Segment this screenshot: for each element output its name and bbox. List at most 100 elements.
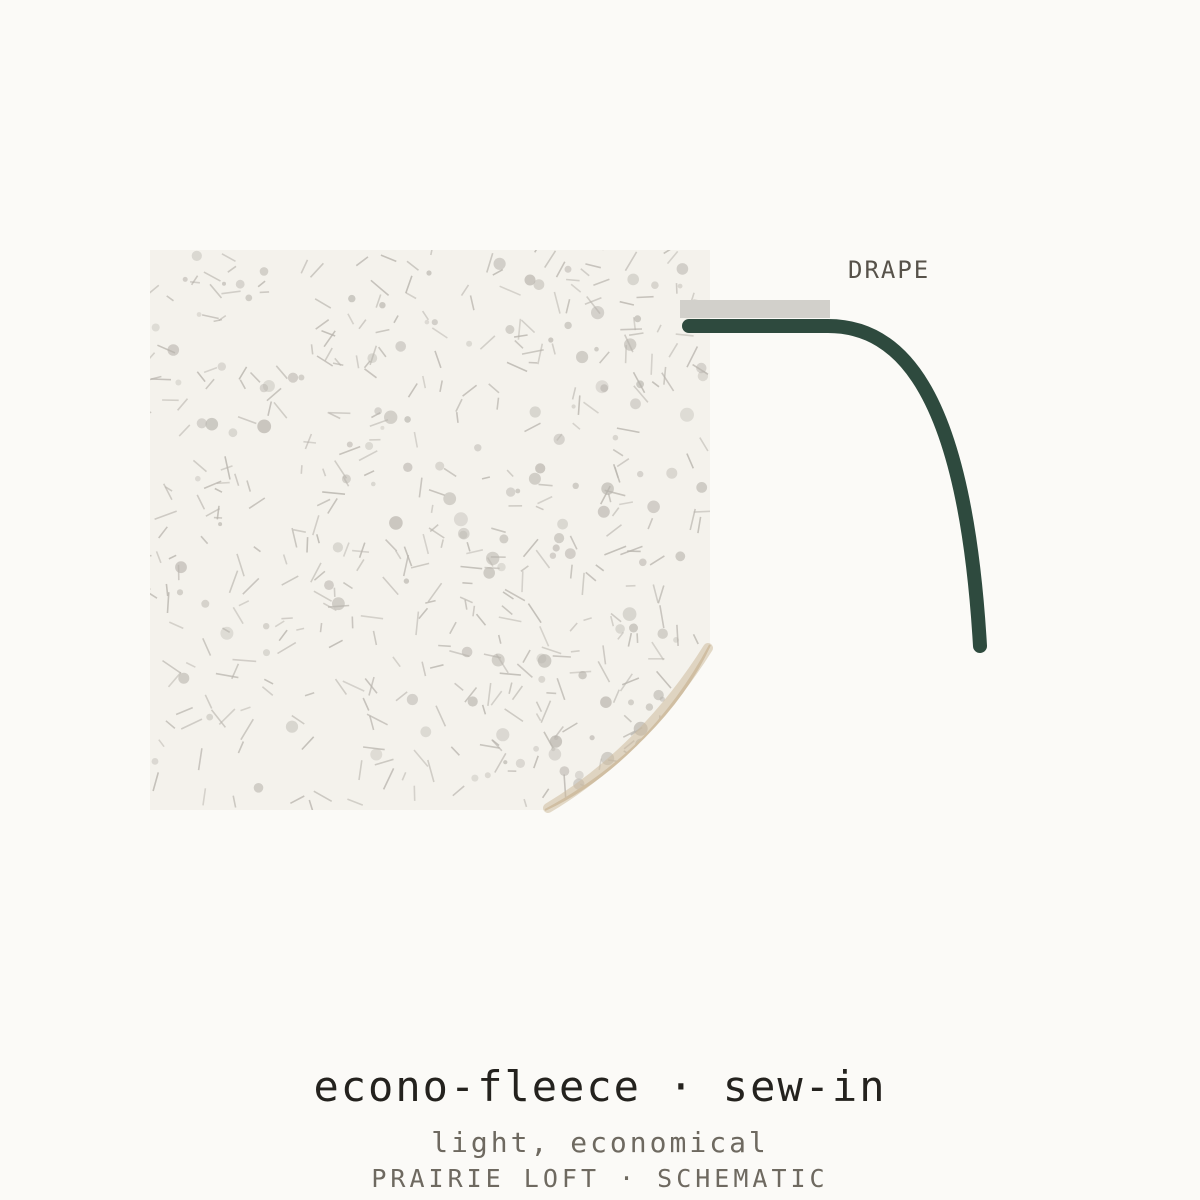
- fiber-nub: [622, 607, 637, 621]
- fiber-strand: [364, 368, 377, 379]
- fiber-nub: [680, 407, 694, 422]
- fiber-nub: [634, 315, 642, 323]
- fiber-strand: [452, 785, 465, 797]
- fiber-strand: [205, 378, 215, 390]
- fiber-nub: [552, 544, 560, 552]
- fiber-strand: [600, 250, 604, 251]
- fiber-strand: [544, 250, 557, 269]
- fiber-nub: [595, 380, 609, 394]
- fiber-strand: [151, 378, 172, 381]
- fiber-strand: [502, 591, 514, 600]
- fiber-strand: [450, 746, 460, 756]
- fiber-strand: [443, 467, 457, 478]
- fiber-strand: [668, 342, 679, 358]
- fiber-strand: [220, 465, 233, 471]
- fiber-strand: [369, 715, 375, 731]
- fiber-strand: [214, 487, 223, 493]
- fiber-nub: [459, 530, 468, 539]
- fiber-nub: [665, 726, 680, 741]
- fiber-strand: [462, 384, 478, 397]
- fiber-nub: [151, 758, 159, 765]
- fiber-strand: [375, 328, 390, 334]
- fiber-strand: [628, 332, 644, 336]
- fiber-strand: [610, 612, 622, 623]
- fiber-strand: [281, 575, 299, 586]
- fiber-strand: [249, 371, 261, 383]
- fiber-strand: [497, 634, 502, 644]
- fiber-strand: [154, 510, 177, 520]
- fiber-strand: [306, 537, 309, 553]
- fiber-strand: [649, 555, 665, 566]
- fiber-strand: [204, 694, 213, 709]
- fiber-strand: [622, 730, 636, 738]
- fiber-strand: [314, 298, 332, 309]
- fiber-nub: [217, 362, 226, 371]
- fiber-strand: [565, 299, 571, 314]
- fiber-strand: [690, 797, 706, 810]
- fiber-strand: [290, 795, 305, 805]
- fiber-strand: [460, 565, 483, 570]
- fiber-strand: [520, 319, 536, 334]
- fiber-strand: [238, 600, 250, 607]
- fiber-nub: [259, 267, 269, 276]
- fiber-strand: [242, 577, 260, 595]
- fiber-strand: [190, 281, 200, 284]
- fiber-nub: [591, 306, 605, 320]
- fiber-nub: [536, 653, 547, 664]
- fiber-strand: [308, 799, 314, 810]
- fiber-strand: [691, 725, 703, 747]
- fiber-strand: [636, 295, 654, 299]
- fiber-strand: [522, 649, 531, 663]
- fiber-strand: [479, 335, 496, 350]
- fiber-nub: [220, 626, 234, 640]
- fiber-strand: [699, 703, 710, 726]
- fiber-strand: [595, 564, 605, 572]
- fiber-strand: [203, 366, 218, 374]
- fiber-strand: [599, 485, 611, 505]
- fiber-strand: [585, 263, 601, 269]
- fiber-strand: [511, 685, 524, 701]
- fiber-strand: [569, 564, 573, 579]
- fiber-strand: [369, 418, 389, 427]
- fiber-strand: [632, 371, 646, 394]
- fiber-strand: [415, 611, 420, 636]
- fiber-strand: [499, 672, 521, 676]
- fiber-strand: [604, 489, 626, 497]
- fiber-strand: [185, 661, 196, 668]
- fiber-strand: [413, 749, 429, 768]
- fiber-strand: [291, 527, 298, 548]
- fiber-strand: [491, 527, 506, 534]
- fiber-strand: [487, 682, 492, 706]
- fiber-strand: [583, 401, 599, 414]
- fiber-strand: [358, 542, 366, 558]
- fiber-strand: [150, 352, 156, 366]
- fiber-strand: [342, 476, 350, 487]
- fiber-strand: [598, 351, 610, 364]
- fiber-strand: [238, 366, 248, 380]
- fiber-strand: [583, 617, 592, 622]
- fiber-strand: [438, 644, 451, 648]
- fiber-strand: [393, 315, 399, 324]
- fiber-strand: [663, 366, 667, 385]
- drape-indicator: DRAPE: [680, 256, 987, 653]
- fiber-nub: [528, 472, 541, 485]
- fiber-nub: [578, 671, 587, 680]
- fiber-strand: [619, 673, 633, 692]
- fiber-strand: [659, 605, 665, 629]
- fiber-strand: [150, 587, 158, 599]
- fiber-strand: [313, 590, 332, 602]
- fiber-strand: [210, 709, 227, 728]
- fiber-strand: [203, 480, 222, 490]
- fiber-strand: [422, 533, 430, 555]
- fiber-strand: [239, 379, 247, 390]
- fiber-strand: [501, 605, 513, 616]
- fiber-nub: [549, 735, 563, 748]
- corner-curl-shade: [543, 643, 713, 813]
- fiber-strand: [281, 617, 293, 620]
- fiber-strand: [401, 771, 407, 781]
- fiber-strand: [569, 670, 592, 674]
- fiber-strand: [248, 497, 266, 510]
- fiber-nub: [471, 774, 479, 782]
- fiber-strand: [692, 633, 699, 645]
